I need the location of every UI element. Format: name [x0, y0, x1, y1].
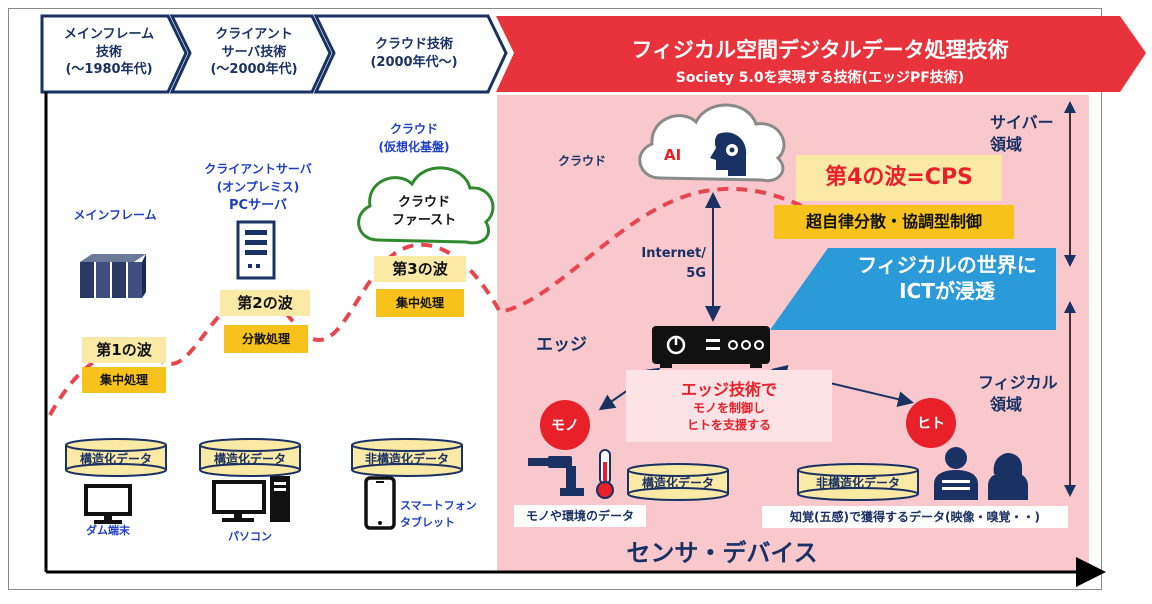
- client-server-label: クライアントサーバ (オンプレミス) PCサーバ: [204, 162, 312, 213]
- cyber-domain-label: サイバー 領域: [990, 113, 1054, 155]
- db-cylinder-thing: [627, 463, 729, 501]
- pc-server-icon: [236, 220, 276, 280]
- sensor-device-label: センサ・デバイス: [626, 539, 818, 567]
- chevron-mainframe-label: メインフレーム技術(～1980年代): [63, 27, 155, 78]
- process-3-box: 集中処理: [376, 289, 464, 317]
- callout-pointer: [770, 248, 1056, 330]
- pc-label: パソコン: [228, 530, 272, 543]
- edge-device-icon: [652, 326, 770, 368]
- db-cylinder-1: [65, 438, 167, 477]
- thermometer-icon: [596, 449, 614, 499]
- db-label-thing: 構造化データ: [641, 476, 714, 490]
- thing-circle: モノ: [540, 400, 590, 450]
- banner-title: フィジカル空間デジタルデータ処理技術: [631, 38, 1009, 62]
- dumb-terminal-label: ダム端末: [86, 524, 130, 537]
- timeline-header: [40, 14, 1146, 94]
- cloud-first-label: クラウド ファースト: [391, 195, 457, 229]
- control-box: 超自律分散・協調型制御: [774, 205, 1014, 239]
- process-1-box: 集中処理: [82, 367, 166, 393]
- chevron-mainframe: [40, 14, 188, 94]
- chevron-cloud-label: クラウド技術(2000年代～): [370, 37, 458, 70]
- edge-tech-box: エッジ技術で モノを制御し ヒトを支援する: [626, 370, 832, 442]
- smartphone-label: スマートフォン タブレット: [400, 499, 477, 529]
- woman-icon: [988, 453, 1028, 500]
- dumb-terminal-icon: [84, 484, 132, 524]
- pc-icon: [212, 476, 290, 522]
- smartphone-icon: [364, 476, 396, 530]
- db-cylinder-2: [199, 438, 301, 477]
- callout-text: フィジカルの世界に ICTが浸透: [857, 253, 1037, 303]
- db-cylinder-human: [797, 463, 919, 501]
- mainframe-label: メインフレーム: [73, 208, 157, 222]
- db-label-3: 非構造化データ: [364, 452, 449, 466]
- diagram-frame: [8, 8, 1102, 590]
- wave-curve: [48, 186, 841, 416]
- edge-tech-line-2: ヒトを支援する: [686, 418, 771, 433]
- thing-data-label: モノや環境のデータ: [514, 505, 646, 527]
- banner-subtitle: Society 5.0を実現する技術(エッジPF技術): [675, 70, 965, 86]
- wave-4-box: 第4の波=CPS: [796, 155, 1002, 201]
- db-label-2: 構造化データ: [213, 452, 286, 466]
- wave-1-box: 第1の波: [82, 337, 166, 363]
- brain-gear-icon: [710, 132, 747, 176]
- edge-label: エッジ: [536, 335, 587, 355]
- db-cylinder-3: [351, 438, 463, 477]
- db-label-human: 非構造化データ: [815, 476, 900, 490]
- edge-tech-line-1: モノを制御し: [692, 401, 765, 415]
- physical-domain-label: フィジカル 領域: [978, 373, 1058, 415]
- wave-3-box: 第3の波: [374, 256, 466, 282]
- cloud-first-cloud: [357, 166, 495, 245]
- wave-2-box: 第2の波: [220, 290, 310, 316]
- human-circle: ヒト: [906, 398, 956, 448]
- banner-arrow: [496, 16, 1146, 92]
- robot-arm-icon: [528, 456, 584, 496]
- chevron-cloud: [313, 14, 508, 94]
- ai-label: AI: [664, 146, 682, 164]
- cloud-era-label: クラウド (仮想化基盤): [378, 122, 450, 154]
- db-label-1: 構造化データ: [79, 452, 152, 466]
- chevron-client-server: [169, 14, 332, 94]
- process-2-box: 分散処理: [224, 325, 308, 353]
- mainframe-icon: [80, 254, 146, 298]
- ai-cloud: [638, 103, 786, 183]
- man-icon: [934, 447, 978, 500]
- network-label: Internet/ 5G: [641, 246, 706, 281]
- cps-cloud-label: クラウド: [558, 154, 607, 168]
- chevron-client-server-label: クライアントサーバ技術(～2000年代): [210, 27, 298, 78]
- human-data-label: 知覚(五感)で獲得するデータ(映像・嗅覚・・): [762, 506, 1068, 528]
- edge-tech-title: エッジ技術で: [680, 380, 777, 399]
